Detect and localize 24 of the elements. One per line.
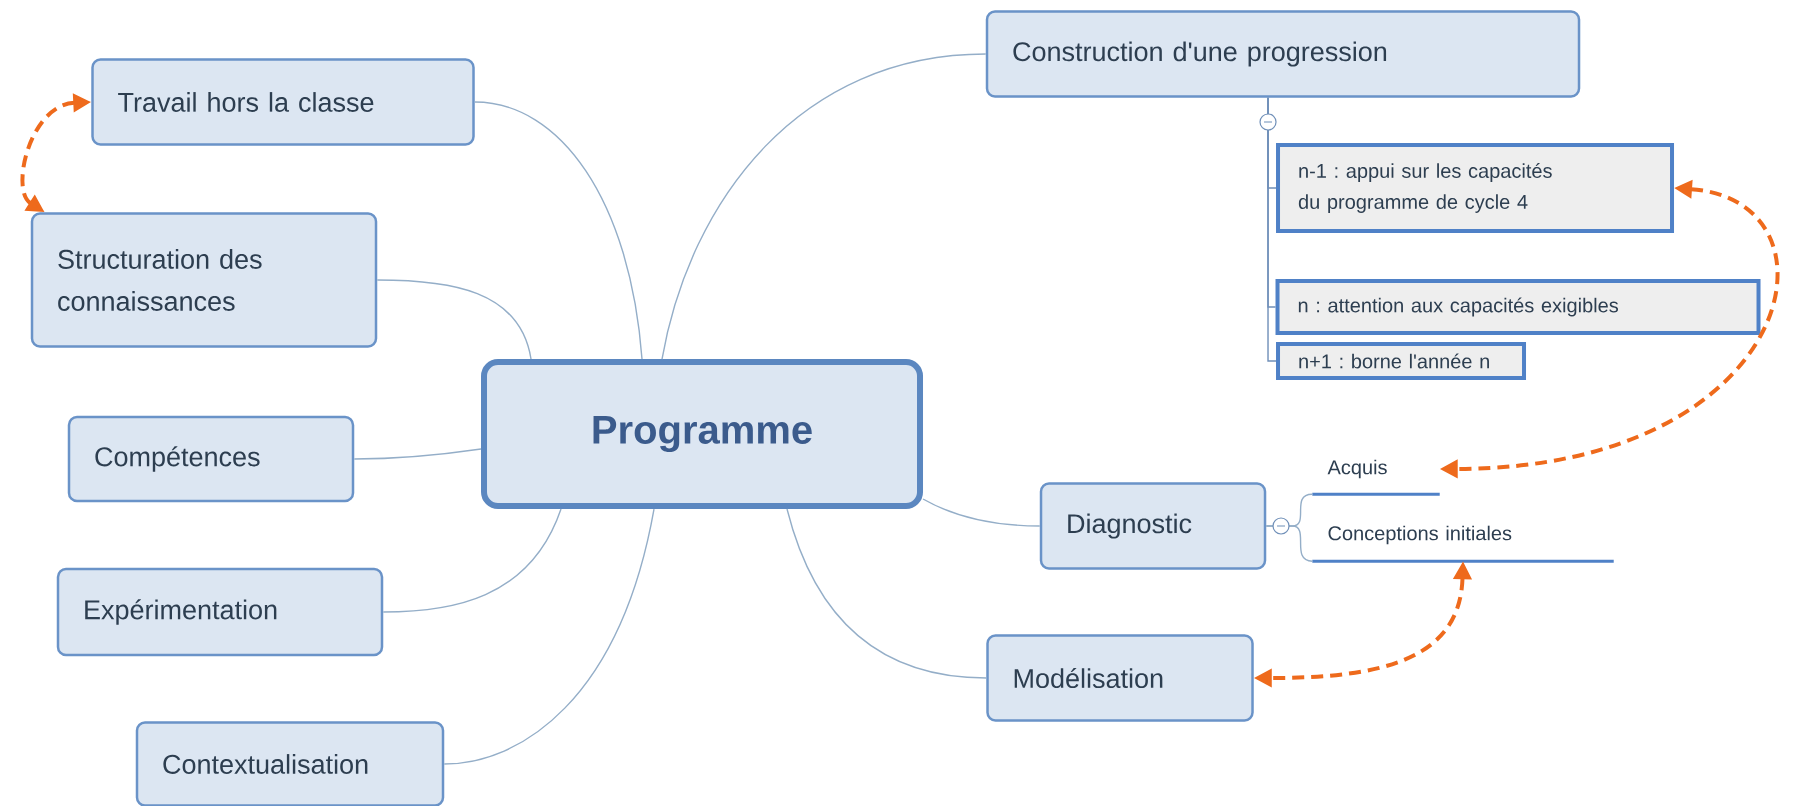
- underlined-subtopic: Conceptions initiales: [1312, 525, 1614, 563]
- connector-line: [474, 101, 643, 360]
- topic-box: Expérimentation: [56, 567, 384, 657]
- topic-box: Contextualisation: [135, 721, 445, 806]
- connector-line: [382, 508, 562, 613]
- topic-box: Structuration des connaissances: [30, 212, 378, 348]
- topic-box: Travail hors la classe: [91, 58, 475, 146]
- topic-box: Modélisation: [986, 634, 1254, 722]
- underlined-subtopic: Acquis: [1312, 459, 1440, 496]
- subtopic-box: n : attention aux capacités exigibles: [1275, 279, 1761, 335]
- subtopic-box: n+1 : borne l'année n: [1276, 342, 1526, 380]
- topic-box: Diagnostic: [1039, 482, 1267, 570]
- connector-line: [353, 448, 482, 460]
- connector-line: [1267, 97, 1277, 362]
- connector-line: [1265, 525, 1313, 562]
- connector-line: [922, 498, 1041, 527]
- subtopic-box: n-1 : appui sur les capacités du programme de cycle 4: [1276, 143, 1674, 233]
- central-topic-box: Programme: [481, 359, 923, 509]
- connector-line: [443, 508, 655, 765]
- connector-line: [661, 53, 987, 360]
- topic-box: Construction d'une progression: [985, 10, 1581, 98]
- connector-line: [786, 508, 987, 679]
- topic-box: Compétences: [67, 415, 355, 503]
- connector-line: [376, 279, 532, 360]
